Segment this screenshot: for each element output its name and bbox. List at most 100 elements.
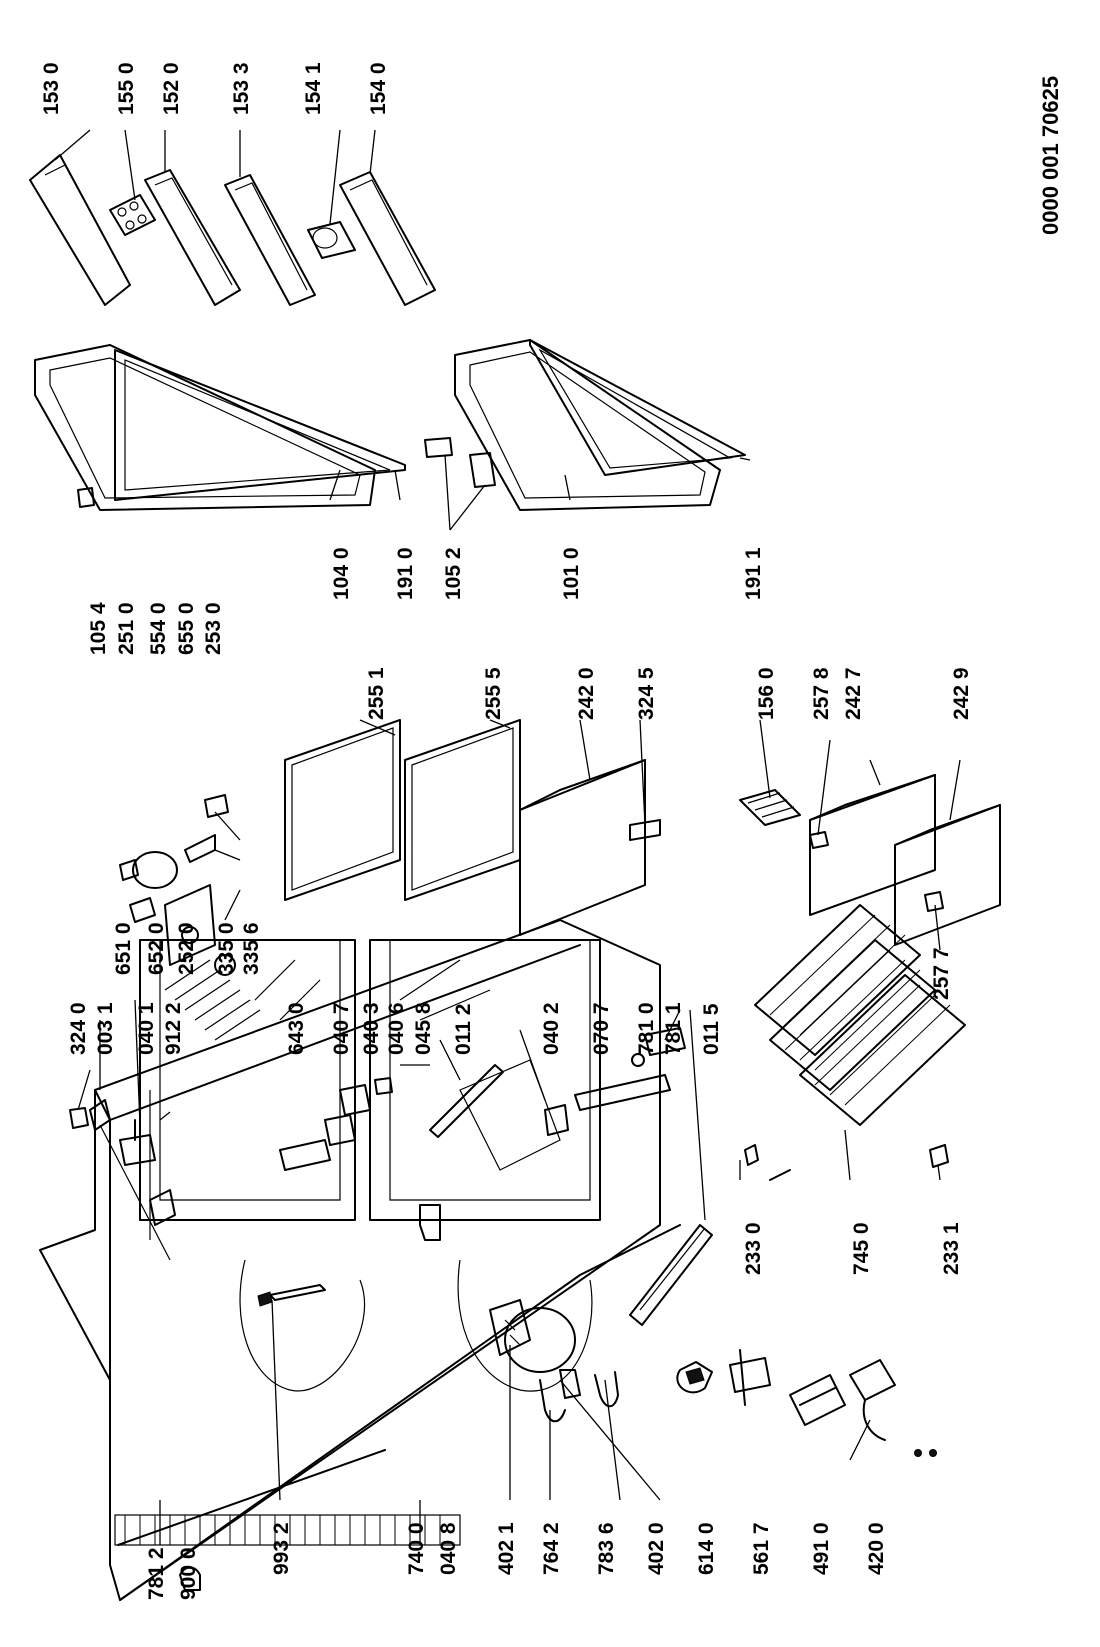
label-402-1: 402 1 [495, 1522, 518, 1575]
label-764-2: 764 2 [540, 1522, 563, 1575]
label-040-8: 040 8 [437, 1522, 460, 1575]
hinge-040-1 [119, 1119, 156, 1166]
cap-253-0 [204, 794, 229, 818]
label-040-7: 040 7 [330, 1002, 353, 1055]
hinge-105-4 [77, 487, 95, 508]
relay-614-0 [676, 1361, 713, 1394]
balcony-153-0 [29, 154, 131, 306]
label-335-0: 335 0 [215, 922, 238, 975]
label-233-1: 233 1 [940, 1222, 963, 1275]
cover-070-7 [574, 1074, 671, 1111]
door-balconies [29, 154, 436, 306]
hinge-parts [69, 1027, 686, 1171]
label-402-0: 402 0 [645, 1522, 668, 1575]
label-257-8: 257 8 [810, 667, 833, 720]
support-233-0 [744, 1144, 759, 1166]
label-105-2: 105 2 [442, 547, 465, 600]
label-156-0: 156 0 [755, 667, 778, 720]
label-153-0: 153 0 [40, 62, 63, 115]
label-491-0: 491 0 [810, 1522, 833, 1575]
label-335-6: 335 6 [240, 922, 263, 975]
bracket-040-7 [324, 1114, 356, 1146]
part-324-5 [629, 819, 661, 841]
label-781-0: 781 0 [635, 1002, 658, 1055]
label-614-0: 614 0 [695, 1522, 718, 1575]
label-781-1: 781 1 [662, 1002, 685, 1055]
label-101-0: 101 0 [560, 547, 583, 600]
label-255-5: 255 5 [482, 667, 505, 720]
label-152-0: 152 0 [160, 62, 183, 115]
label-011-5: 011 5 [700, 1003, 723, 1055]
label-191-1: 191 1 [742, 547, 765, 600]
label-242-7: 242 7 [842, 667, 865, 720]
label-153-3: 153 3 [230, 62, 253, 115]
label-781-2: 781 2 [145, 1547, 168, 1600]
shelves-drawers [284, 719, 1001, 946]
label-643-0: 643 0 [285, 1002, 308, 1055]
drawer-242-9 [894, 804, 1001, 946]
rail-011-2 [429, 1064, 504, 1138]
drawer-242-0 [519, 759, 646, 936]
bulb-335-0 [214, 954, 236, 976]
label-655-0: 655 0 [175, 602, 198, 655]
gasket-191-1 [529, 339, 746, 476]
label-745-0: 745 0 [850, 1222, 873, 1275]
holder-154-1 [307, 221, 356, 259]
balcony-154-0 [339, 171, 436, 306]
hinge-040-3 [339, 1084, 371, 1116]
label-420-0: 420 0 [865, 1522, 888, 1575]
grille-781-1 [644, 1027, 686, 1056]
label-154-1: 154 1 [302, 62, 325, 115]
label-554-0: 554 0 [147, 602, 170, 655]
label-251-0: 251 0 [115, 602, 138, 655]
label-040-2: 040 2 [540, 1002, 563, 1055]
balcony-152-0 [144, 169, 241, 306]
label-740-0: 740 0 [405, 1522, 428, 1575]
pipe-764-2 [539, 1379, 566, 1423]
label-191-0: 191 0 [394, 547, 417, 600]
label-253-0: 253 0 [202, 602, 225, 655]
label-242-9: 242 9 [950, 667, 973, 720]
hinge-105-2 [424, 437, 453, 458]
label-040-6: 040 6 [385, 1002, 408, 1055]
label-155-0: 155 0 [115, 62, 138, 115]
housing-252-0 [164, 884, 216, 966]
label-154-0: 154 0 [367, 62, 390, 115]
label-040-1: 040 1 [135, 1002, 158, 1055]
drawing-code: 0000 001 70625 [1038, 76, 1063, 235]
label-783-6: 783 6 [595, 1522, 618, 1575]
support-233-1 [929, 1144, 949, 1168]
part-labels: 781 2 900 0 993 2 740 0 040 8 402 1 764 … [40, 62, 973, 1600]
label-324-0: 324 0 [67, 1002, 90, 1055]
cover-491-0 [789, 1374, 846, 1426]
egg-tray-155-0 [109, 194, 156, 236]
label-011-2: 011 2 [452, 1004, 475, 1055]
plate-643-0 [279, 1139, 331, 1171]
thermostat-561-7 [729, 1349, 771, 1406]
doors [34, 339, 746, 511]
label-257-7: 257 7 [930, 947, 953, 1000]
shelf-255-1 [284, 719, 401, 901]
label-651-0: 651 0 [112, 922, 135, 975]
label-652-0: 652 0 [145, 922, 168, 975]
label-233-0: 233 0 [742, 1222, 765, 1275]
balcony-153-3 [224, 174, 316, 306]
label-242-0: 242 0 [575, 667, 598, 720]
wire-shelves-745-0 [744, 904, 966, 1181]
label-040-3: 040 3 [360, 1002, 383, 1055]
knob-554-0 [132, 851, 178, 889]
label-255-1: 255 1 [365, 667, 388, 720]
label-104-0: 104 0 [330, 547, 353, 600]
label-324-5: 324 5 [635, 667, 658, 720]
label-252-0: 252 0 [175, 922, 198, 975]
label-993-2: 993 2 [270, 1522, 293, 1575]
clip-900-0 [179, 1566, 201, 1591]
cabinet-body [39, 919, 713, 1601]
label-900-0: 900 0 [177, 1547, 200, 1600]
label-912-2: 912 2 [162, 1002, 185, 1055]
label-070-7: 070 7 [590, 1002, 613, 1055]
label-003-1: 003 1 [94, 1002, 117, 1055]
tray-156-0 [739, 789, 801, 826]
